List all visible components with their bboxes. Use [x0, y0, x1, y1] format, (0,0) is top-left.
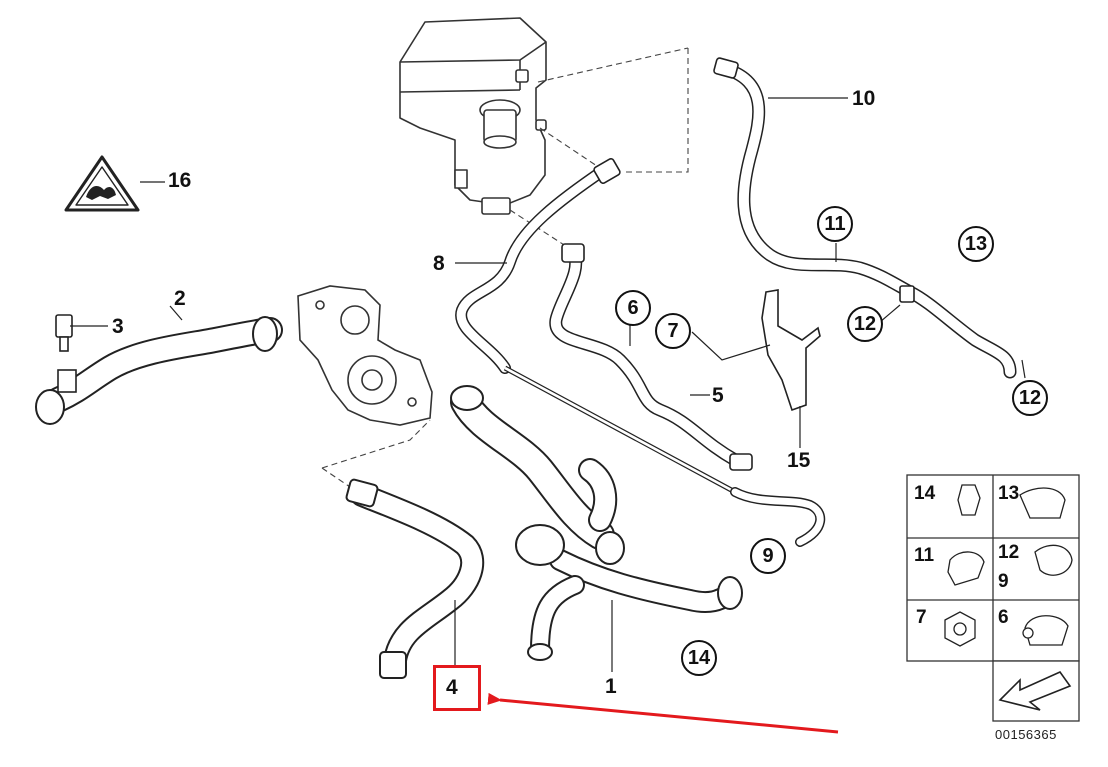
label-15: 15 — [787, 449, 811, 472]
hose-4 — [345, 478, 485, 679]
legend-label-14: 14 — [914, 483, 936, 504]
hose-1 — [450, 385, 743, 661]
sensor-3 — [55, 314, 73, 352]
hose-9 — [730, 487, 826, 547]
circle-label-6: 6 — [615, 290, 651, 326]
label-2: 2 — [174, 287, 186, 310]
highlight-box-part-4 — [433, 665, 481, 711]
legend-label-6: 6 — [998, 607, 1009, 628]
hose-8 — [455, 158, 737, 495]
label-10: 10 — [852, 87, 876, 110]
label-4: 4 — [446, 676, 458, 699]
legend-label-12: 12 — [998, 542, 1020, 563]
legend-label-7: 7 — [916, 607, 927, 628]
expansion-tank — [399, 17, 547, 215]
legend-label-13: 13 — [998, 483, 1020, 504]
circle-label-11: 11 — [817, 206, 853, 242]
legend-grid — [906, 474, 1080, 722]
water-pump — [297, 285, 433, 426]
red-arrow — [487, 692, 839, 734]
circle-label-12a: 12 — [847, 306, 883, 342]
arrow-icon — [998, 671, 1072, 711]
hose-5 — [549, 243, 753, 471]
dashed-leaders — [321, 47, 689, 488]
hose-2 — [35, 316, 283, 425]
circle-label-7: 7 — [655, 313, 691, 349]
circle-label-9: 9 — [750, 538, 786, 574]
circle-label-12b: 12 — [1012, 380, 1048, 416]
label-1: 1 — [605, 675, 617, 698]
legend-label-9: 9 — [998, 571, 1009, 592]
label-8: 8 — [433, 252, 445, 275]
label-16: 16 — [168, 169, 192, 192]
leader-lines — [70, 97, 1026, 672]
circle-label-14: 14 — [681, 640, 717, 676]
bracket-15 — [761, 289, 821, 412]
legend-label-11: 11 — [914, 545, 935, 566]
label-3: 3 — [112, 315, 124, 338]
circle-label-13: 13 — [958, 226, 994, 262]
diagram-ref-number: 00156365 — [995, 727, 1057, 742]
label-5: 5 — [712, 384, 724, 407]
hose-10 — [713, 57, 1017, 379]
warning-hot-coolant-icon — [64, 155, 140, 212]
